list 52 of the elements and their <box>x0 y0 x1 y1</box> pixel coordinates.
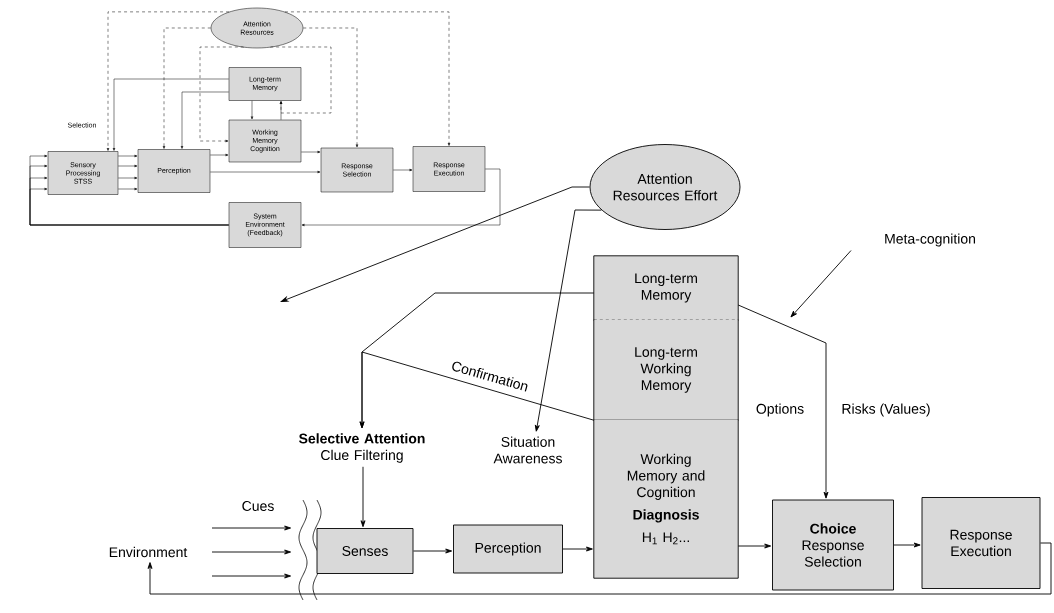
process-box: Response Execution <box>921 497 1041 589</box>
process-box: Perception <box>453 524 563 574</box>
arrow <box>301 150 321 154</box>
memory-box-section: Long-term Memory <box>593 255 739 321</box>
arrow <box>118 187 138 191</box>
arrow <box>118 164 138 168</box>
node-label: Working Memory and Cognition <box>627 453 705 500</box>
arrow <box>534 209 602 432</box>
process-box: Choice Response Selection <box>772 499 894 591</box>
arrow <box>359 351 595 429</box>
arrow <box>211 573 292 579</box>
arrow <box>893 542 921 548</box>
arrow <box>413 548 453 554</box>
arrow <box>210 170 321 174</box>
node-label: Long-term Working Memory <box>635 347 697 393</box>
arrow <box>112 78 229 151</box>
arrow <box>250 100 254 120</box>
arrow <box>180 91 229 149</box>
text-label: Meta-cognition <box>885 233 975 247</box>
arrow <box>29 187 229 226</box>
arrow <box>303 27 359 148</box>
text-label: Options <box>756 403 804 417</box>
arrow <box>562 546 593 552</box>
text-label: Environment <box>109 546 188 558</box>
arrow <box>790 250 852 318</box>
arrow <box>118 176 138 180</box>
arrow <box>284 11 451 146</box>
arrow <box>118 154 138 158</box>
arrow <box>280 186 590 302</box>
arrow <box>393 168 413 172</box>
arrow <box>301 168 501 227</box>
memory-box-section: Working Memory and Cognition Diagnosis H$_{1}$ H$_{2}$... <box>593 419 739 579</box>
text-label: Selective Attention Clue Filtering <box>299 433 425 463</box>
arrow <box>360 466 366 528</box>
arrow <box>106 11 230 151</box>
arrow <box>147 542 1052 595</box>
node-label: H$_{1}$ H$_{2}$... <box>642 532 689 545</box>
process-box: Senses <box>316 528 414 574</box>
arrow <box>199 46 244 143</box>
node-label: Diagnosis <box>633 509 699 523</box>
arrow <box>211 549 292 555</box>
arrow <box>737 543 772 549</box>
arrow <box>737 304 829 499</box>
arrow <box>211 525 292 531</box>
text-label: Cues <box>242 501 274 511</box>
arrow <box>270 46 332 114</box>
text-label: Risks (Values) <box>842 403 930 417</box>
arrow <box>279 101 283 120</box>
arrow <box>210 153 229 157</box>
text-label: Situation Awareness <box>493 436 562 464</box>
arrow <box>162 27 211 149</box>
memory-box-section: Long-term Working Memory <box>593 319 739 421</box>
